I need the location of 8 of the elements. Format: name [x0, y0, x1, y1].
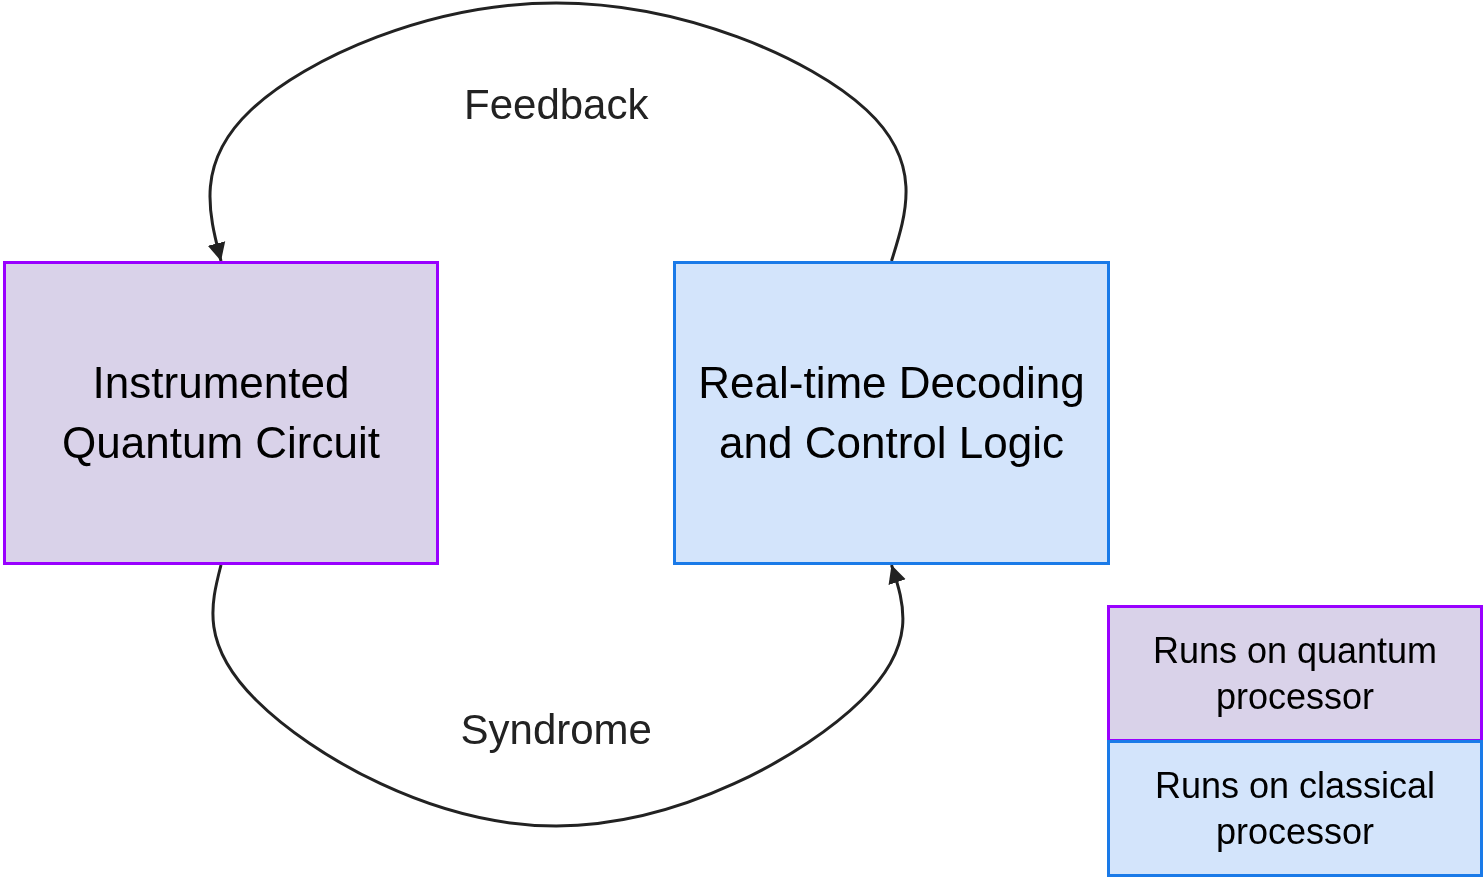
node-label: Real-time Decoding and Control Logic — [697, 357, 1086, 469]
legend-text: Runs on classical processor — [1153, 763, 1437, 854]
node-label: Instrumented Quantum Circuit — [61, 357, 381, 469]
process-box — [3, 261, 439, 565]
arrow — [211, 564, 906, 828]
process-box — [673, 261, 1110, 565]
arrow — [207, 1, 908, 262]
legend-text: Runs on quantum processor — [1151, 628, 1439, 719]
